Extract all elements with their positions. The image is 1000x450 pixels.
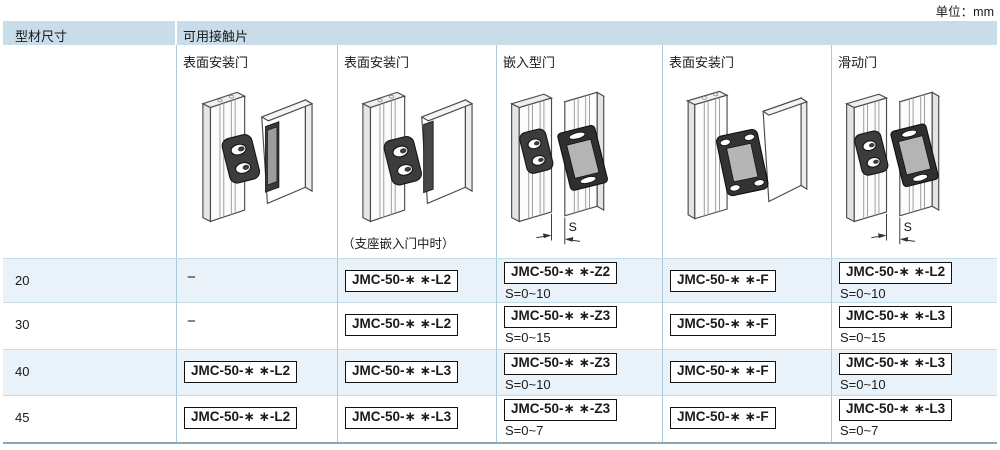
part-number: JMC-50-∗ ∗-L3 — [839, 399, 953, 421]
s-range: S=0~7 — [840, 422, 879, 438]
part-number: JMC-50-∗ ∗-Z2 — [504, 262, 618, 284]
s-range: S=0~10 — [840, 376, 886, 392]
figure-cell-surface-mount-door-3 — [663, 72, 832, 258]
part-number: JMC-50-∗ ∗-L3 — [839, 306, 953, 328]
s-range: S=0~10 — [505, 285, 551, 301]
part-number: JMC-50-∗ ∗-L2 — [184, 361, 298, 383]
profile-size-value: 45 — [3, 395, 177, 442]
part-cell: JMC-50-∗ ∗-F — [663, 258, 832, 302]
part-number: JMC-50-∗ ∗-L2 — [345, 270, 459, 292]
column-header-surface-mount-door-2: 表面安装门 — [338, 45, 497, 72]
double-extrusion-catch-illustration-icon: S — [509, 91, 608, 245]
bracket-recessed-note: （支座嵌入门中时） — [342, 237, 455, 251]
part-number: JMC-50-∗ ∗-L2 — [839, 262, 953, 284]
part-cell: − — [177, 302, 338, 349]
figure-cell-embedded-door: S — [497, 72, 663, 258]
s-range: S=0~10 — [840, 285, 886, 301]
part-number: JMC-50-∗ ∗-L3 — [345, 361, 459, 383]
empty-figure-cell — [3, 72, 177, 258]
part-number: JMC-50-∗ ∗-L2 — [184, 407, 298, 429]
extrusion-magnet-plate-illustration-icon — [685, 90, 809, 220]
part-cell: JMC-50-∗ ∗-L2 — [177, 395, 338, 442]
s-range: S=0~15 — [505, 329, 551, 345]
column-header-sliding-door: 滑动门 — [832, 45, 997, 72]
profile-size-value: 20 — [3, 258, 177, 302]
s-range: S=0~7 — [505, 422, 544, 438]
part-cell: JMC-50-∗ ∗-F — [663, 349, 832, 395]
part-cell: JMC-50-∗ ∗-L3 — [338, 349, 497, 395]
part-cell: JMC-50-∗ ∗-L2 — [338, 258, 497, 302]
part-number: JMC-50-∗ ∗-F — [670, 361, 776, 383]
part-number: JMC-50-∗ ∗-F — [670, 407, 776, 429]
part-number: JMC-50-∗ ∗-L3 — [345, 407, 459, 429]
part-cell: JMC-50-∗ ∗-F — [663, 302, 832, 349]
profile-size-value: 40 — [3, 349, 177, 395]
available-contact-plates-header: 可用接触片 — [177, 21, 997, 45]
part-cell: − — [177, 258, 338, 302]
part-number: JMC-50-∗ ∗-Z3 — [504, 306, 618, 328]
extrusion-hinge-recessed-illustration-icon — [361, 91, 474, 223]
part-cell: JMC-50-∗ ∗-L3 — [338, 395, 497, 442]
no-part-dash: − — [187, 269, 196, 286]
s-range: S=0~15 — [840, 329, 886, 345]
column-header-surface-mount-door-1: 表面安装门 — [177, 45, 338, 72]
figure-cell-surface-mount-door-1 — [177, 72, 338, 258]
column-header-surface-mount-door-3: 表面安装门 — [663, 45, 832, 72]
figure-cell-sliding-door: S — [832, 72, 997, 258]
part-number: JMC-50-∗ ∗-Z3 — [504, 353, 618, 375]
part-cell: JMC-50-∗ ∗-L2 — [338, 302, 497, 349]
profile-size-header: 型材尺寸 — [3, 21, 177, 45]
column-header-embedded-door: 嵌入型门 — [497, 45, 663, 72]
part-number: JMC-50-∗ ∗-F — [670, 314, 776, 336]
part-number: JMC-50-∗ ∗-L3 — [839, 353, 953, 375]
part-number: JMC-50-∗ ∗-Z3 — [504, 399, 618, 421]
part-number: JMC-50-∗ ∗-L2 — [345, 314, 459, 336]
s-range: S=0~10 — [505, 376, 551, 392]
sliding-door-catch-illustration-icon: S — [844, 91, 940, 245]
contact-plate-table: 型材尺寸 可用接触片 表面安装门 表面安装门 嵌入型门 表面安装门 滑动门 — [3, 21, 997, 444]
part-cell: JMC-50-∗ ∗-F — [663, 395, 832, 442]
empty-subheader-cell — [3, 45, 177, 72]
figure-cell-surface-mount-door-2: （支座嵌入门中时） — [338, 72, 497, 258]
unit-label: 单位：mm — [935, 5, 994, 19]
profile-size-value: 30 — [3, 302, 177, 349]
part-cell: JMC-50-∗ ∗-L2 — [177, 349, 338, 395]
part-number: JMC-50-∗ ∗-F — [670, 270, 776, 292]
extrusion-hinge-illustration-icon — [201, 91, 314, 223]
s-dimension-label: S — [568, 220, 576, 234]
no-part-dash: − — [187, 313, 196, 330]
s-dimension-label: S — [903, 220, 911, 234]
